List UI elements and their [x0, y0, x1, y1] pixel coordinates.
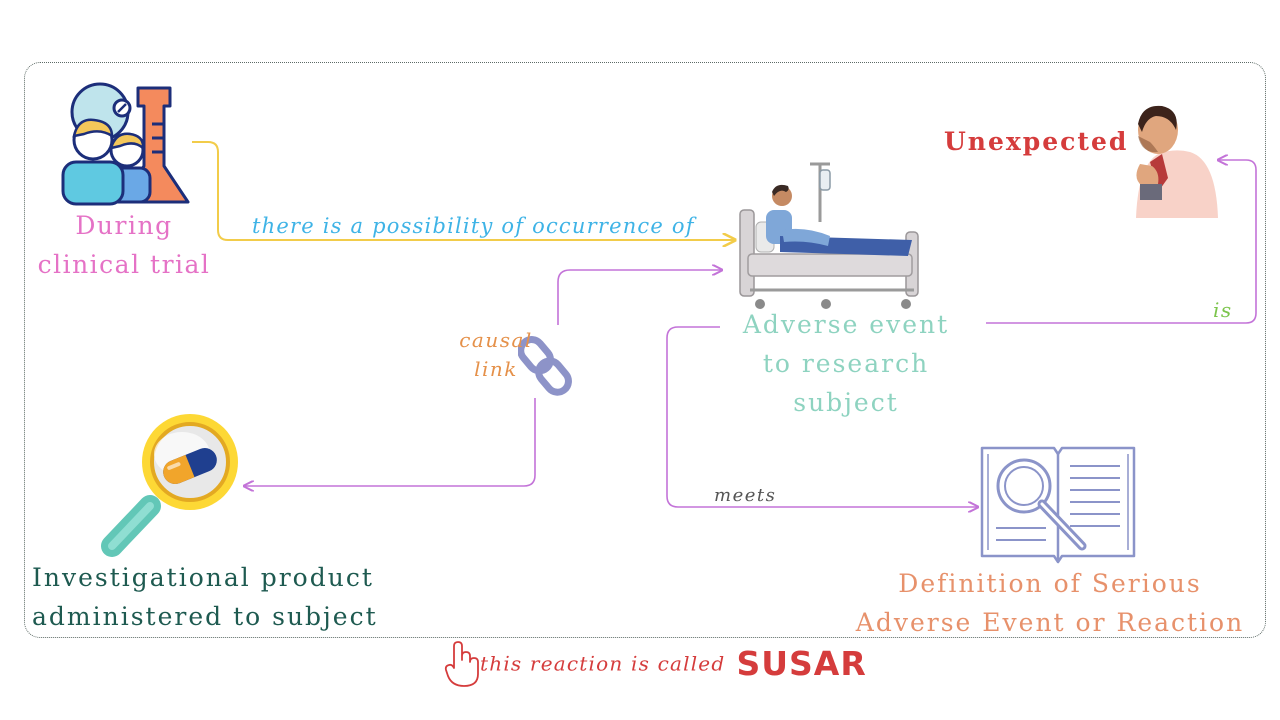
node-adverse-event-line3: subject	[793, 388, 899, 417]
node-clinical-trial-label: During clinical trial	[28, 206, 220, 284]
edge-causal-line2: link	[474, 357, 518, 381]
node-investigational-product-line1: Investigational product	[32, 563, 374, 592]
thinking-man-icon	[1136, 105, 1218, 218]
node-sae-definition-line2: Adverse Event or Reaction	[855, 608, 1245, 637]
node-investigational-product-line2: administered to subject	[32, 602, 378, 631]
edge-causal-label: causal link	[452, 326, 540, 384]
node-adverse-event-line2: to research	[762, 349, 930, 378]
researchers-flask-icon	[61, 82, 190, 206]
pointing-hand-icon	[444, 641, 479, 687]
edge-is-line	[986, 160, 1257, 324]
edge-meets-line	[666, 326, 978, 507]
edge-causal-line1: causal	[459, 328, 533, 352]
edge-possibility-line	[192, 141, 735, 240]
footer-prefix: this reaction is called	[480, 651, 726, 676]
footer-term-susar: SUSAR	[736, 644, 867, 683]
edge-causal-line-bottom	[244, 398, 536, 486]
footer-caption: this reaction is called SUSAR	[480, 644, 867, 683]
edge-meets-label: meets	[714, 485, 777, 506]
book-magnifier-icon	[980, 446, 1136, 564]
node-unexpected-label: Unexpected	[944, 127, 1129, 156]
node-adverse-event-line1: Adverse event	[742, 310, 950, 339]
node-clinical-trial-line1: During	[75, 211, 173, 240]
edge-possibility-label: there is a possibility of occurrence of	[252, 214, 695, 238]
diagram-frame	[24, 62, 1266, 638]
node-sae-definition-line1: Definition of Serious	[898, 569, 1202, 598]
patient-bed-icon	[739, 162, 919, 309]
node-investigational-product-label: Investigational product administered to …	[32, 558, 378, 636]
node-adverse-event-label: Adverse event to research subject	[736, 305, 956, 422]
edge-causal-line-top	[557, 270, 722, 325]
capsule-magnifier-icon	[101, 414, 238, 557]
chain-link-icon	[518, 336, 572, 396]
node-clinical-trial-line2: clinical trial	[37, 250, 211, 279]
node-sae-definition-label: Definition of Serious Adverse Event or R…	[840, 564, 1260, 642]
edge-is-label: is	[1213, 298, 1233, 322]
